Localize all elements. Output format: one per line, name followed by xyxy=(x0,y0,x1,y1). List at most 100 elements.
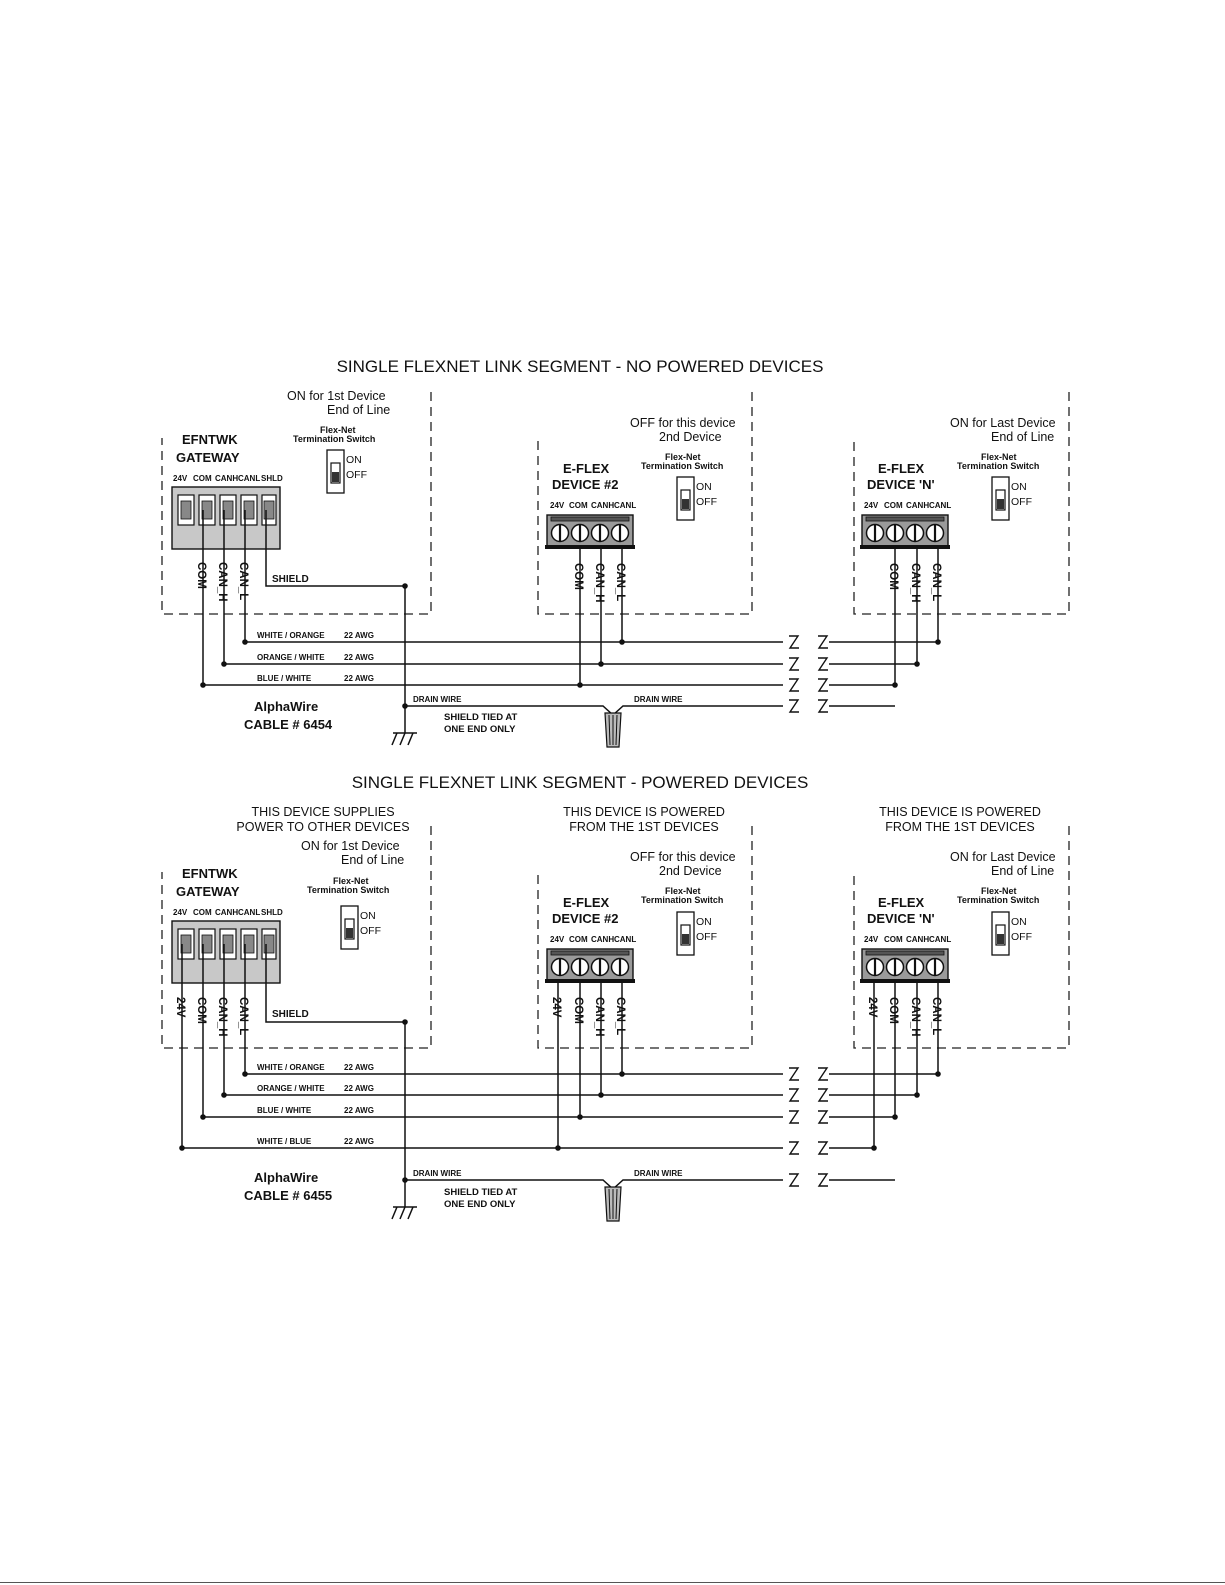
deviceN-name-line2: DEVICE 'N' xyxy=(867,911,935,926)
deviceN-enclosure xyxy=(853,826,1070,1049)
deviceN-switch-note: ON for Last Device xyxy=(950,850,1056,864)
deviceN-wires xyxy=(894,549,939,685)
deviceN-termination-switch[interactable] xyxy=(991,911,1010,956)
gateway-pin-24v: 24V xyxy=(173,908,188,917)
wire-label-canl: CAN_L xyxy=(237,997,249,1035)
device2-switch-note-line2: 2nd Device xyxy=(659,430,722,444)
cable-part-number: CABLE # 6455 xyxy=(244,1188,332,1203)
gateway-termination-switch[interactable] xyxy=(326,449,345,494)
switch-title: Flex-Net xyxy=(320,425,356,435)
deviceN-name: E-FLEX xyxy=(878,461,925,476)
gateway-wire-labels: 24V COM CAN_H CAN_L xyxy=(174,997,249,1037)
device2-pin-24v: 24V xyxy=(550,501,565,510)
cable-gauge-label: 22 AWG xyxy=(344,653,374,662)
cable-gauge-label: 22 AWG xyxy=(344,1063,374,1072)
device2-wire-labels: 24V COM CAN_H CAN_L xyxy=(550,997,626,1037)
device2-switch-note: OFF for this device xyxy=(630,850,736,864)
switch-on-label: ON xyxy=(1011,481,1027,493)
gateway-wire-labels: COM CAN_H CAN_L xyxy=(195,562,249,602)
switch-on-label: ON xyxy=(1011,916,1027,928)
wire-label-com: COM xyxy=(572,563,584,590)
deviceN-pin-labels: 24V COM CANH CANL xyxy=(864,501,951,510)
diagram-powered: SINGLE FLEXNET LINK SEGMENT - POWERED DE… xyxy=(161,773,1070,1222)
wire-label-canh: CAN_H xyxy=(216,997,228,1037)
gateway-header-line2: POWER TO OTHER DEVICES xyxy=(236,820,409,834)
cable-color-label: WHITE / BLUE xyxy=(257,1137,312,1146)
device2-termination-switch[interactable] xyxy=(676,476,695,521)
shield-note-line2: ONE END ONLY xyxy=(444,724,516,735)
switch-off-label: OFF xyxy=(1011,496,1032,508)
device2-pin-canl: CANL xyxy=(614,501,636,510)
switch-off-label: OFF xyxy=(1011,931,1032,943)
gateway-pin-canl: CANL xyxy=(238,908,260,917)
page-bottom-rule xyxy=(0,1582,1225,1583)
gateway-name-line2: GATEWAY xyxy=(176,450,240,465)
switch-on-label: ON xyxy=(360,910,376,922)
cable-color-label: BLUE / WHITE xyxy=(257,1106,312,1115)
switch-on-label: ON xyxy=(346,454,362,466)
diagram-title: SINGLE FLEXNET LINK SEGMENT - POWERED DE… xyxy=(352,773,809,792)
deviceN-wires xyxy=(873,983,939,1148)
device2-pin-labels: 24V COM CANH CANL xyxy=(550,935,636,944)
cable-color-label: WHITE / ORANGE xyxy=(257,631,325,640)
device2-switch-note: OFF for this device xyxy=(630,416,736,430)
deviceN-connector xyxy=(858,513,952,551)
device2-pin-canl: CANL xyxy=(614,935,636,944)
gateway-pin-24v: 24V xyxy=(173,474,188,483)
wire-label-24v: 24V xyxy=(174,997,186,1018)
deviceN-pin-24v: 24V xyxy=(864,935,879,944)
wire-label-canl: CAN_L xyxy=(930,997,942,1035)
switch-subtitle: Termination Switch xyxy=(641,895,723,905)
cable-labels: WHITE / ORANGE 22 AWG ORANGE / WHITE 22 … xyxy=(244,1063,683,1210)
wire-label-canl: CAN_L xyxy=(237,562,249,600)
gateway-connector xyxy=(171,920,281,984)
deviceN-enclosure xyxy=(853,392,1070,615)
wire-label-canh: CAN_H xyxy=(216,562,228,602)
deviceN-termination-switch[interactable] xyxy=(991,476,1010,521)
gateway-termination-switch[interactable] xyxy=(340,905,359,950)
device2-termination-switch[interactable] xyxy=(676,911,695,956)
gateway-pin-shld: SHLD xyxy=(261,474,283,483)
deviceN-switch-note-line2: End of Line xyxy=(991,430,1054,444)
diagram-no-powered: SINGLE FLEXNET LINK SEGMENT - NO POWERED… xyxy=(161,357,1070,748)
deviceN-connector xyxy=(858,947,952,985)
bus-junction-dots xyxy=(200,583,941,709)
ground-icon xyxy=(391,732,418,746)
deviceN-pin-canh: CANH xyxy=(906,501,929,510)
cable-color-label: ORANGE / WHITE xyxy=(257,653,325,662)
deviceN-header-line2: FROM THE 1ST DEVICES xyxy=(885,820,1035,834)
device2-header: THIS DEVICE IS POWERED xyxy=(563,805,725,819)
wire-label-canl: CAN_L xyxy=(930,563,942,601)
switch-subtitle: Termination Switch xyxy=(957,895,1039,905)
deviceN-name: E-FLEX xyxy=(878,895,925,910)
cable-name: AlphaWire xyxy=(254,699,318,714)
wire-label-24v: 24V xyxy=(866,997,878,1018)
wire-label-canl: CAN_L xyxy=(614,563,626,601)
wire-label-24v: 24V xyxy=(550,997,562,1018)
switch-off-label: OFF xyxy=(696,931,717,943)
gateway-pin-com: COM xyxy=(193,908,212,917)
gateway-name: EFNTWK xyxy=(182,432,238,447)
device2-wires xyxy=(579,549,623,685)
device2-enclosure xyxy=(537,392,753,615)
gateway-switch-note-line2: End of Line xyxy=(341,853,404,867)
deviceN-pin-24v: 24V xyxy=(864,501,879,510)
shield-note-line2: ONE END ONLY xyxy=(444,1199,516,1210)
gateway-pin-labels: 24V COM CANH CANL SHLD xyxy=(173,474,283,483)
cable-name: AlphaWire xyxy=(254,1170,318,1185)
deviceN-switch-note-line2: End of Line xyxy=(991,864,1054,878)
shield-note: SHIELD TIED AT xyxy=(444,712,518,723)
device2-wire-labels: COM CAN_H CAN_L xyxy=(572,563,626,603)
wire-label-canh: CAN_H xyxy=(909,997,921,1037)
device2-pin-com: COM xyxy=(569,935,588,944)
device2-wires xyxy=(557,983,623,1148)
deviceN-name-line2: DEVICE 'N' xyxy=(867,477,935,492)
gateway-name: EFNTWK xyxy=(182,866,238,881)
device2-name: E-FLEX xyxy=(563,895,610,910)
wire-label-canh: CAN_H xyxy=(909,563,921,603)
switch-off-label: OFF xyxy=(360,925,381,937)
cable-gauge-label: 22 AWG xyxy=(344,674,374,683)
switch-off-label: OFF xyxy=(696,496,717,508)
cable-gauge-label: 22 AWG xyxy=(344,1106,374,1115)
shield-clip-icon xyxy=(604,712,622,748)
